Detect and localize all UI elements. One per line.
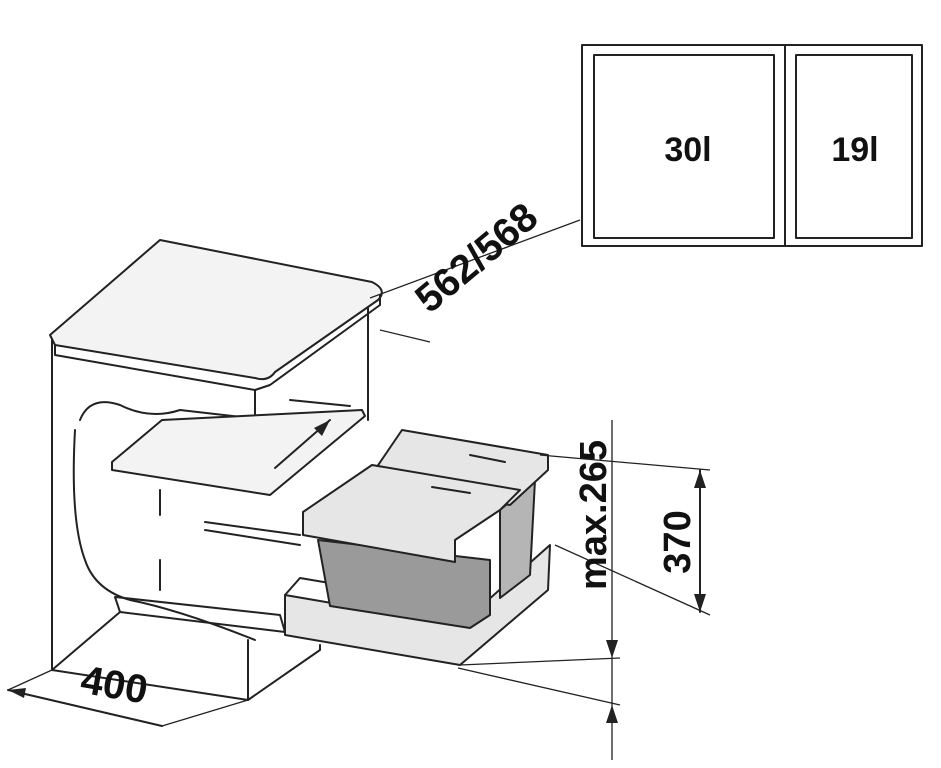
cabinet (49, 239, 431, 701)
capacity-plan: 30l 19l (581, 44, 923, 247)
countertop (49, 239, 383, 381)
capacity-left-label: 30l (664, 131, 711, 169)
large-bin-rim (302, 464, 521, 563)
large-bin (317, 539, 491, 629)
plan-left-compartment (593, 54, 775, 239)
width-dimension-label: 400 (78, 658, 151, 713)
depth-dimension-label: 562/568 (407, 195, 546, 322)
dimension-lines (7, 219, 711, 760)
plan-right-compartment (795, 54, 913, 239)
max-height-dimension-label: max.265 (573, 440, 615, 590)
capacity-right-label: 19l (831, 131, 878, 169)
width-dimension-arrow (7, 689, 163, 727)
shelf (111, 409, 366, 496)
pullout-unit (284, 429, 551, 666)
plan-outer-frame (581, 44, 923, 247)
height-dimension-label: 370 (657, 510, 699, 573)
